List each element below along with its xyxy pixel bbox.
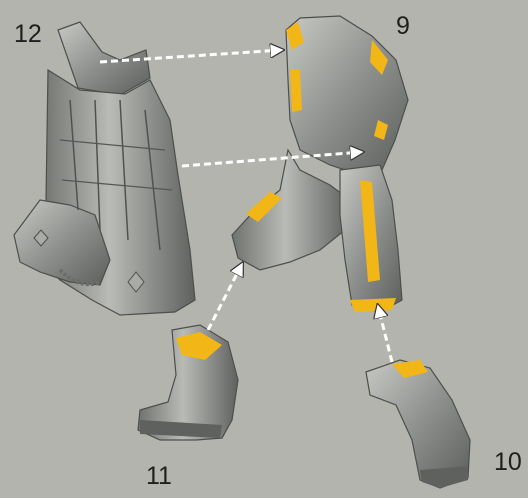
part-10-boot-right (366, 360, 470, 488)
part-12-cloak-torso (14, 22, 195, 315)
part-number-11: 11 (146, 464, 172, 489)
part-9-body-legs (232, 16, 408, 312)
arrow-10-to-9 (378, 306, 392, 362)
arrow-11-to-9 (208, 264, 242, 330)
part-number-12: 12 (14, 22, 42, 47)
part-number-9: 9 (396, 14, 410, 39)
part-11-boot-left (138, 325, 238, 440)
part-number-10: 10 (494, 450, 522, 475)
arrow-12-to-9-upper (100, 50, 282, 62)
